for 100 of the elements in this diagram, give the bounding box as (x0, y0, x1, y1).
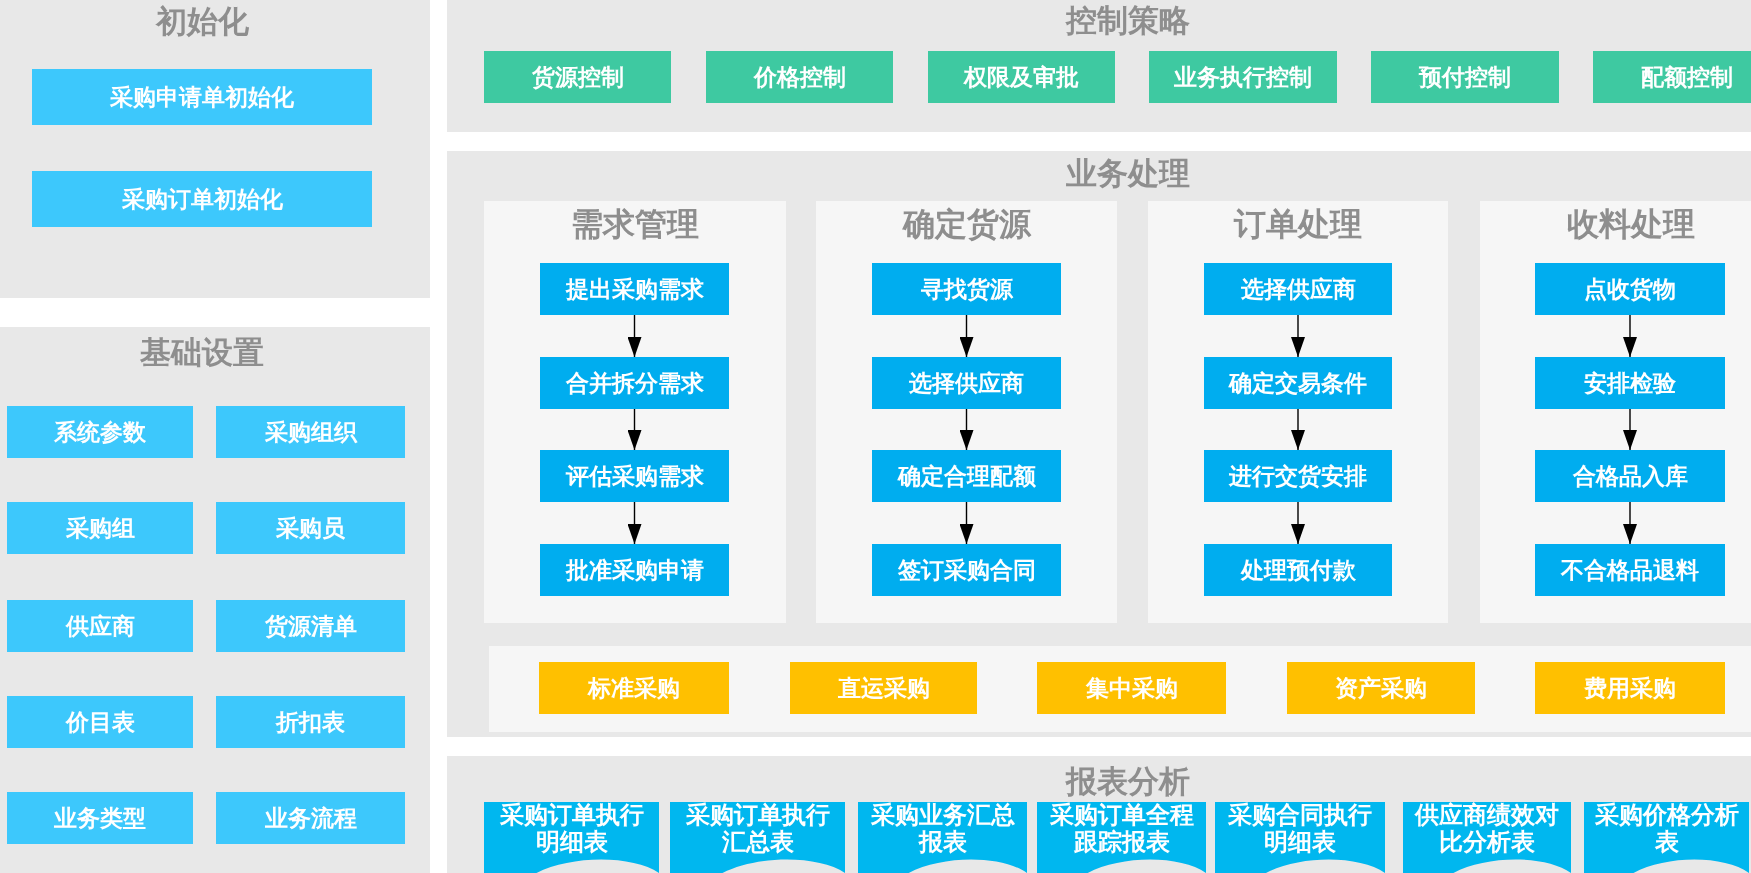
type-box (1287, 662, 1475, 714)
control-box (928, 51, 1115, 103)
stage-panel (484, 201, 786, 623)
process-box (1204, 357, 1392, 409)
step-label: 寻找货源 (920, 275, 1013, 303)
step-label: 确定交易条件 (1229, 369, 1367, 397)
init-label: 采购订单初始化 (121, 185, 283, 213)
setting-label: 采购组织 (264, 418, 357, 446)
control-box (484, 51, 671, 103)
setting-label: 采购组 (65, 514, 135, 542)
init-label: 采购申请单初始化 (110, 83, 294, 111)
report-document (1215, 802, 1385, 873)
setting-box (216, 406, 405, 458)
step-label: 评估采购需求 (565, 462, 704, 490)
step-label: 合并拆分需求 (565, 369, 704, 397)
report-document (670, 802, 845, 873)
report-label: 采购业务汇总报表 (869, 802, 1016, 856)
setting-box (216, 792, 405, 844)
stage-title: 收料处理 (1566, 206, 1695, 242)
process-box (872, 357, 1061, 409)
stage-title: 需求管理 (571, 206, 699, 242)
control-box (1371, 51, 1559, 103)
step-label: 选择供应商 (909, 369, 1024, 397)
report-document (858, 802, 1027, 873)
step-label: 合格品入库 (1572, 462, 1688, 490)
report-label: 采购合同执行明细表 (1227, 802, 1373, 856)
control-label: 业务执行控制 (1174, 63, 1312, 91)
section-panel (0, 327, 430, 873)
control-label: 价格控制 (753, 63, 846, 91)
section-title: 基础设置 (140, 334, 264, 370)
arrow (1623, 314, 1637, 358)
type-label: 标准采购 (588, 674, 680, 702)
arrow (959, 501, 974, 545)
step-label: 选择供应商 (1240, 275, 1356, 303)
arrow (627, 408, 642, 451)
control-box (1593, 51, 1751, 103)
setting-box (216, 600, 405, 652)
setting-box (7, 696, 193, 748)
arrow (627, 501, 642, 545)
process-box (1204, 263, 1392, 315)
stage-panel (1480, 201, 1751, 623)
section-title: 报表分析 (1066, 763, 1190, 799)
setting-box (216, 502, 405, 554)
section-panel (447, 0, 1751, 132)
arrow (1291, 501, 1305, 545)
report-document (1037, 802, 1206, 873)
stage-title: 订单处理 (1234, 206, 1362, 242)
arrow (1623, 501, 1637, 545)
setting-box (7, 792, 193, 844)
type-label: 资产采购 (1335, 674, 1427, 702)
stage-title: 确定货源 (902, 206, 1031, 242)
init-box (32, 69, 372, 125)
control-label: 权限及审批 (964, 63, 1079, 91)
section-panel (0, 0, 430, 298)
type-box (1535, 662, 1725, 714)
step-label: 签订采购合同 (897, 556, 1036, 584)
setting-box (216, 696, 405, 748)
step-label: 确定合理配额 (897, 462, 1036, 490)
section-panel (447, 756, 1751, 873)
process-box (1535, 357, 1725, 409)
step-label: 安排检验 (1584, 369, 1676, 397)
report-document (1584, 802, 1749, 873)
arrow (1623, 408, 1637, 451)
step-label: 批准采购申请 (565, 556, 704, 584)
setting-label: 系统参数 (54, 418, 146, 446)
arrow (1291, 408, 1305, 451)
setting-box (7, 406, 193, 458)
arrow (959, 314, 974, 358)
arrow (959, 408, 974, 451)
section-title: 业务处理 (1066, 155, 1190, 191)
section-title: 控制策略 (1066, 2, 1190, 38)
step-label: 提出采购需求 (565, 275, 704, 303)
process-box (1535, 544, 1725, 596)
report-label: 采购订单执行汇总表 (684, 802, 831, 856)
setting-box (7, 502, 193, 554)
setting-label: 供应商 (65, 612, 135, 640)
process-box (540, 357, 729, 409)
control-label: 预付控制 (1419, 63, 1511, 91)
type-box (790, 662, 977, 714)
control-label: 配额控制 (1641, 63, 1733, 91)
stage-panel (1148, 201, 1448, 623)
report-label: 采购价格分析表 (1593, 802, 1740, 856)
type-box (539, 662, 729, 714)
type-label: 集中采购 (1085, 674, 1178, 702)
process-box (1535, 450, 1725, 502)
step-label: 进行交货安排 (1229, 462, 1367, 490)
setting-box (7, 600, 193, 652)
arrow (627, 314, 642, 358)
report-label: 采购订单执行明细表 (498, 802, 645, 856)
process-box (872, 450, 1061, 502)
type-box (1037, 662, 1226, 714)
section-panel (447, 151, 1751, 737)
step-label: 处理预付款 (1240, 556, 1356, 584)
process-box (1204, 450, 1392, 502)
process-box (540, 263, 729, 315)
report-document (484, 802, 659, 873)
process-box (540, 450, 729, 502)
setting-label: 货源清单 (264, 612, 357, 640)
setting-label: 业务流程 (264, 804, 357, 832)
report-label: 采购订单全程跟踪报表 (1048, 802, 1195, 856)
